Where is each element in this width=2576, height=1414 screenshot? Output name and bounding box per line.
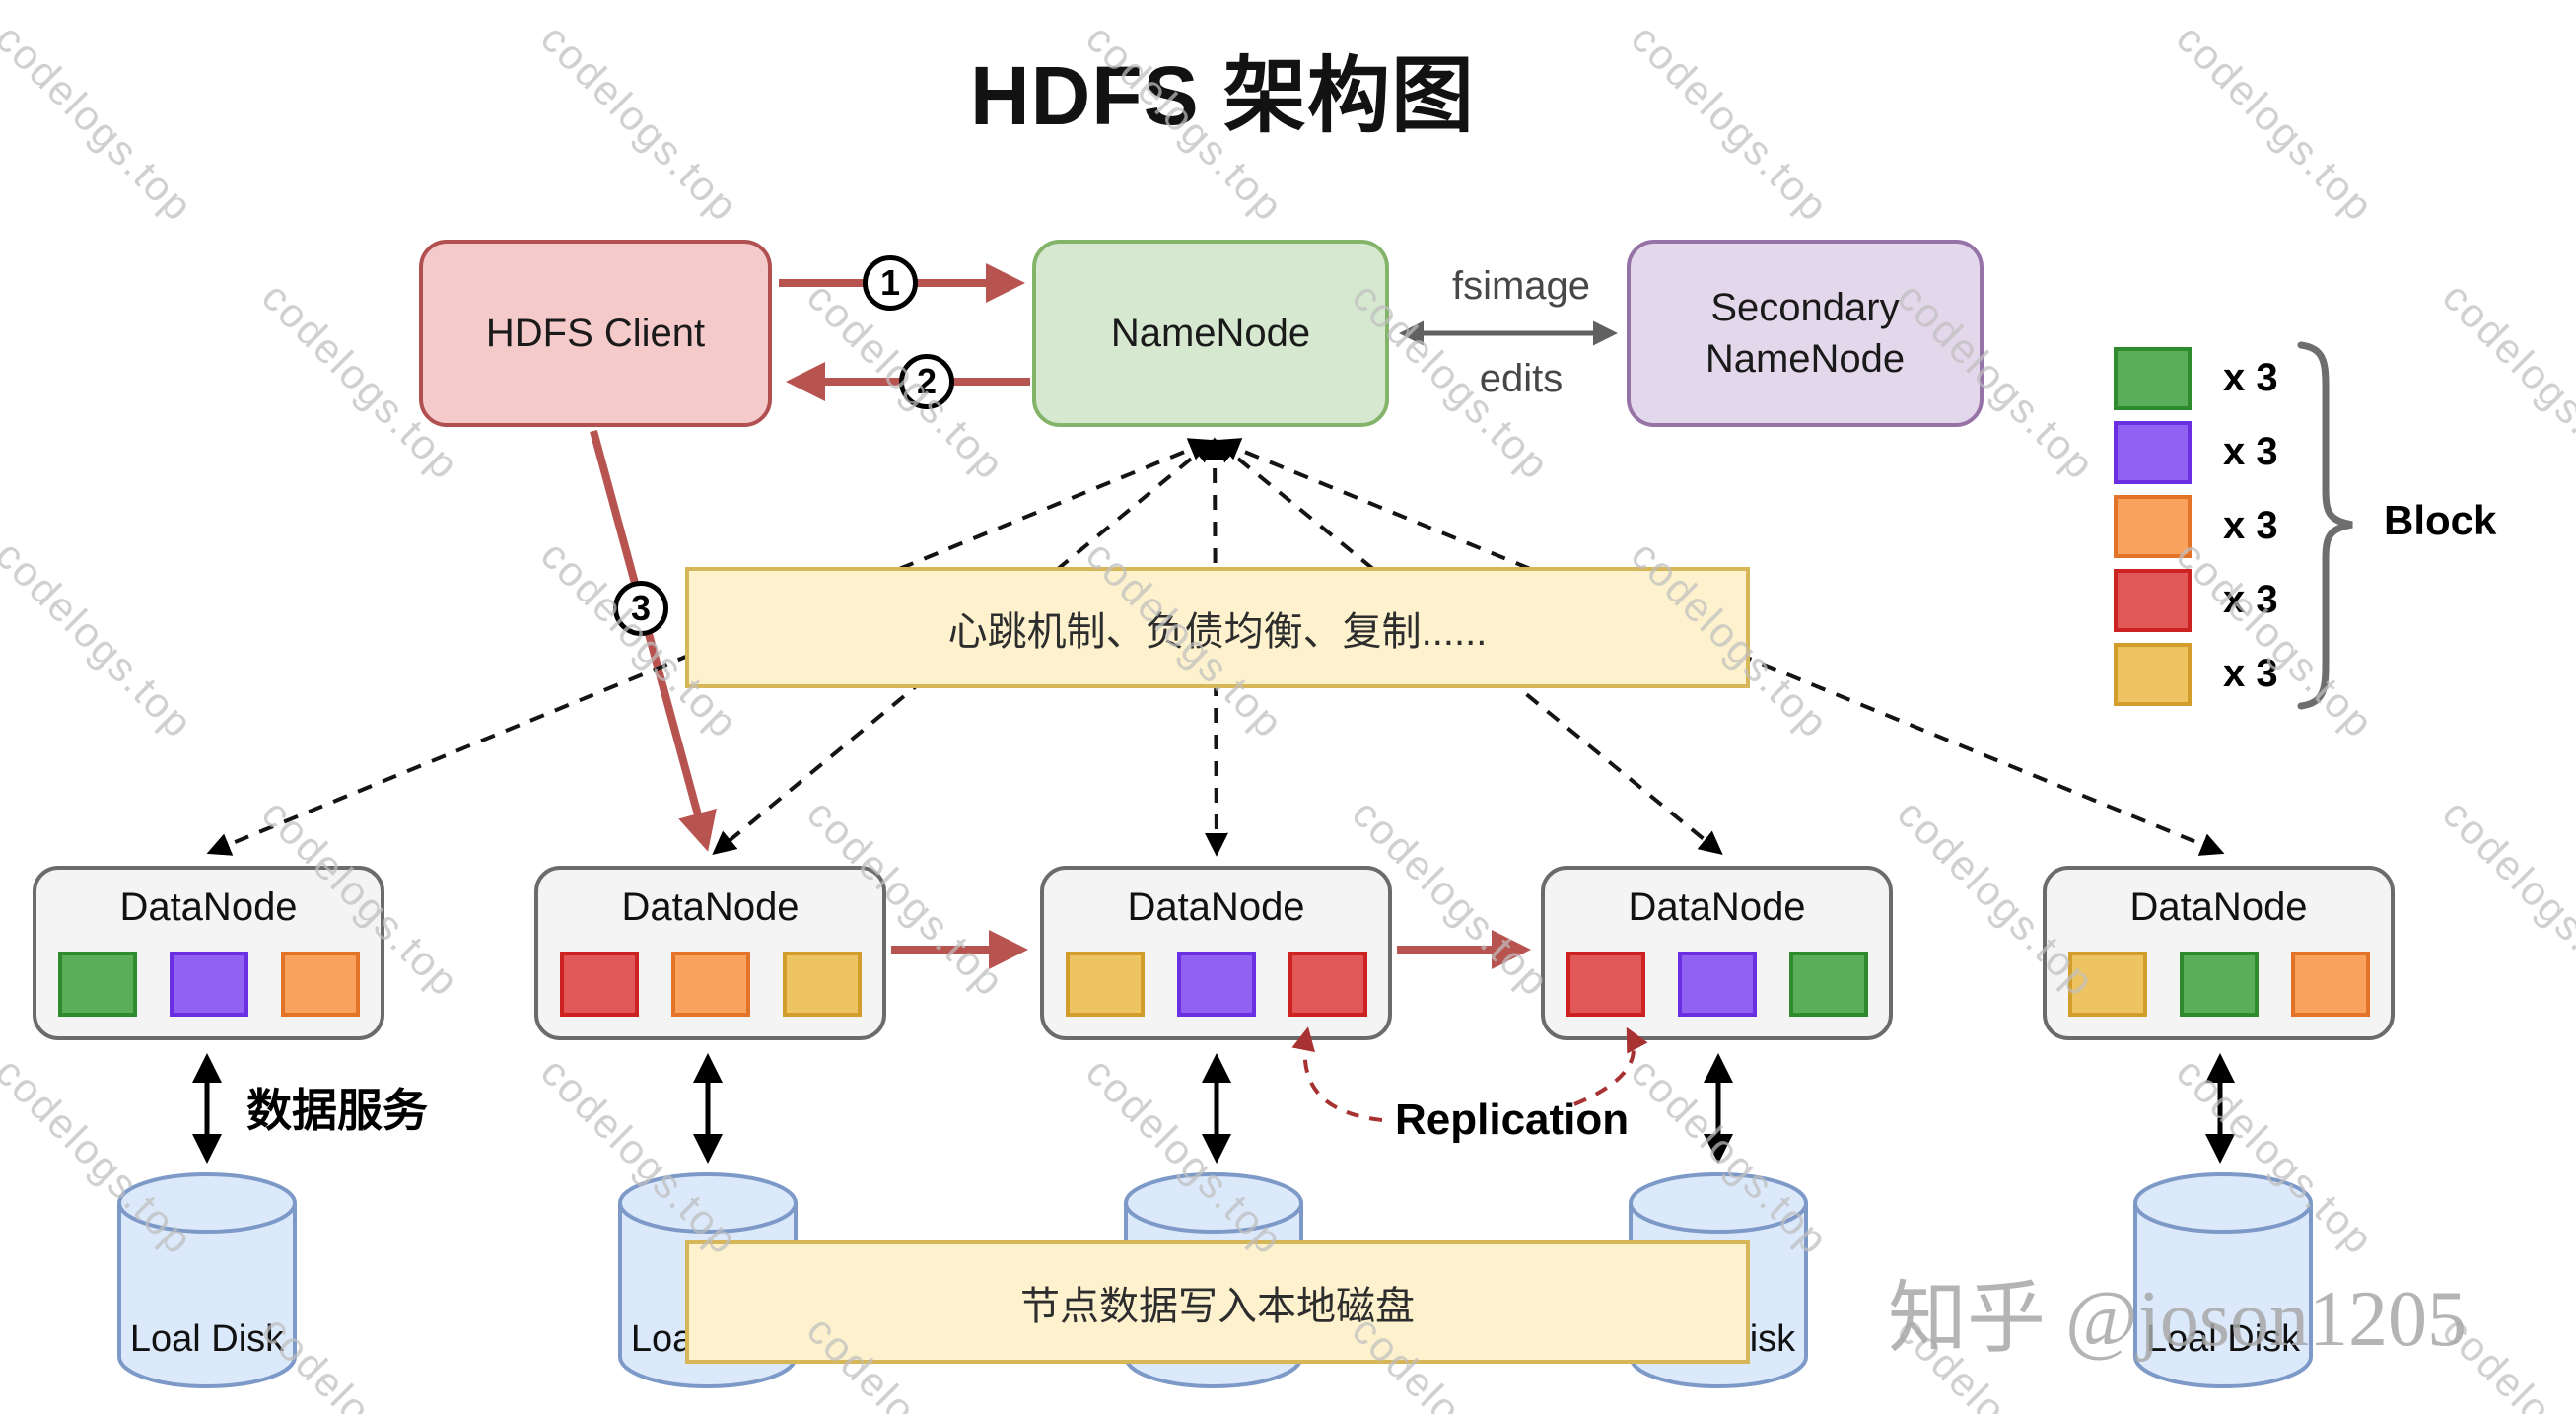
orange-block — [670, 952, 750, 1017]
datanode-5: DataNode — [2043, 866, 2395, 1040]
gold-block — [2114, 642, 2192, 706]
datanode-2: DataNode — [534, 866, 886, 1040]
legend-count-label: x 3 — [2223, 652, 2278, 695]
datanode-4: DataNode — [1541, 866, 1893, 1040]
hdfs-client-label: HDFS Client — [485, 311, 706, 355]
heartbeat-callout-text: 心跳机制、负债均衡、复制...... — [947, 609, 1488, 654]
block-row — [1044, 952, 1388, 1017]
disk-label: Loal Disk — [2145, 1318, 2301, 1360]
green-block — [57, 952, 137, 1017]
disk-cylinder-icon — [117, 1172, 297, 1388]
block-row — [36, 952, 381, 1017]
disk-label: Loal Disk — [129, 1318, 285, 1360]
legend-count-label: x 3 — [2223, 356, 2278, 399]
purple-block — [1176, 952, 1256, 1017]
secondary-namenode-label: Secondary NameNode — [1705, 286, 1906, 381]
green-block — [2114, 346, 2192, 410]
disk-cylinder-icon — [2133, 1172, 2313, 1388]
hdfs-client-node: HDFS Client — [419, 240, 772, 427]
local-disk-1: Loal Disk — [115, 1171, 299, 1392]
red-block — [1288, 952, 1367, 1017]
legend-item: x 3 — [2114, 489, 2278, 563]
namenode-label: NameNode — [1110, 311, 1311, 355]
legend-count-label: x 3 — [2223, 504, 2278, 547]
step-3-badge: 3 — [613, 581, 668, 636]
legend-count-label: x 3 — [2223, 430, 2278, 473]
legend-item: x 3 — [2114, 563, 2278, 637]
gold-block — [1065, 952, 1145, 1017]
datanode-label: DataNode — [1127, 885, 1305, 929]
datanode-label: DataNode — [2129, 885, 2308, 929]
red-block — [1566, 952, 1645, 1017]
red-block — [2114, 568, 2192, 632]
legend-item: x 3 — [2114, 341, 2278, 415]
datanode-label: DataNode — [119, 885, 298, 929]
orange-block — [2290, 952, 2370, 1017]
gold-block — [2067, 952, 2147, 1017]
datanode-1: DataNode — [33, 866, 384, 1040]
secondary-namenode-node: Secondary NameNode — [1627, 240, 1984, 427]
disk-write-callout: 节点数据写入本地磁盘 — [685, 1240, 1750, 1364]
red-block — [559, 952, 639, 1017]
datanode-label: DataNode — [621, 885, 800, 929]
local-disk-5: Loal Disk — [2131, 1171, 2315, 1392]
block-legend-items: x 3 x 3 x 3 x 3 x 3 — [2114, 341, 2278, 711]
purple-block — [169, 952, 248, 1017]
page-title: HDFS 架构图 — [969, 49, 1475, 142]
gold-block — [782, 952, 862, 1017]
disk-write-callout-text: 节点数据写入本地磁盘 — [1020, 1284, 1415, 1328]
legend-count-label: x 3 — [2223, 578, 2278, 621]
step-2-badge: 2 — [899, 354, 954, 409]
datanode-label: DataNode — [1628, 885, 1806, 929]
fsimage-label: fsimage — [1451, 264, 1591, 308]
replication-label: Replication — [1395, 1096, 1630, 1144]
block-row — [538, 952, 882, 1017]
block-legend-title: Block — [2384, 497, 2497, 543]
edits-label: edits — [1479, 357, 1564, 400]
block-row — [2047, 952, 2391, 1017]
purple-block — [1677, 952, 1757, 1017]
data-service-label: 数据服务 — [246, 1085, 428, 1136]
datanode-3: DataNode — [1040, 866, 1392, 1040]
step-1-badge: 1 — [863, 255, 918, 311]
legend-item: x 3 — [2114, 637, 2278, 711]
green-block — [2179, 952, 2259, 1017]
orange-block — [2114, 494, 2192, 558]
block-brace — [2297, 341, 2353, 710]
block-row — [1545, 952, 1889, 1017]
legend-item: x 3 — [2114, 415, 2278, 489]
purple-block — [2114, 420, 2192, 484]
green-block — [1788, 952, 1868, 1017]
heartbeat-callout: 心跳机制、负债均衡、复制...... — [685, 567, 1750, 688]
orange-block — [280, 952, 360, 1017]
namenode-node: NameNode — [1032, 240, 1389, 427]
